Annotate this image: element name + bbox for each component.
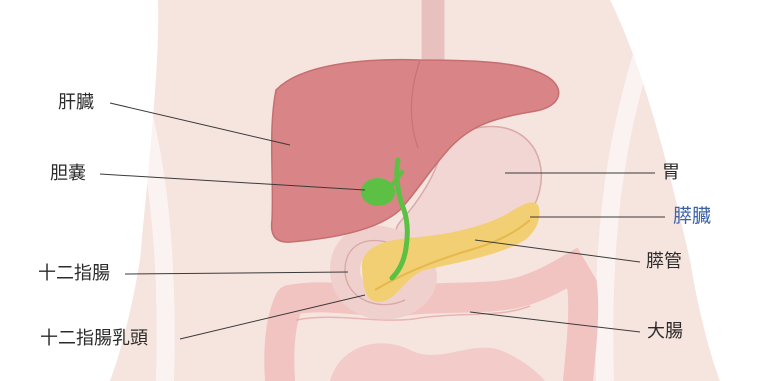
label-large-intestine: 大腸 bbox=[647, 321, 683, 343]
label-duodenal-papilla: 十二指腸乳頭 bbox=[40, 328, 148, 350]
label-pancreatic-duct: 膵管 bbox=[646, 251, 682, 273]
label-pancreas: 膵臓 bbox=[673, 205, 711, 227]
label-gallbladder: 胆嚢 bbox=[50, 163, 86, 185]
gallbladder bbox=[361, 178, 395, 206]
label-duodenum: 十二指腸 bbox=[38, 263, 110, 285]
large-intestine-ascending bbox=[279, 300, 290, 381]
label-stomach: 胃 bbox=[662, 162, 680, 184]
label-liver: 肝臓 bbox=[58, 92, 94, 114]
